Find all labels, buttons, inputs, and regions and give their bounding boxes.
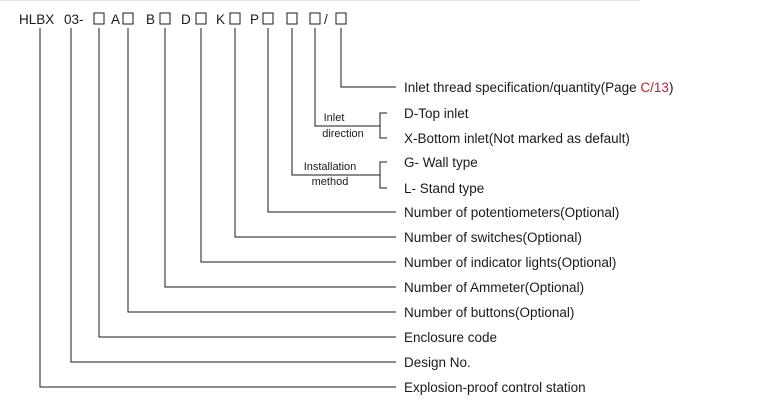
installation-label-2: method <box>312 176 349 188</box>
code-letter-k: K <box>216 12 225 27</box>
label-enclosure-code: Enclosure code <box>404 330 497 345</box>
code-letter-p: P <box>250 12 259 27</box>
installation-label-1: Installation <box>304 161 357 173</box>
label-potentiometers: Number of potentiometers(Optional) <box>404 205 619 220</box>
leader-inlet-direction <box>314 28 365 127</box>
leader-design <box>70 28 396 363</box>
code-box-indicator <box>195 12 207 25</box>
label-design-no: Design No. <box>404 355 471 370</box>
top-rule <box>0 0 640 1</box>
leader-enclosure <box>98 28 396 338</box>
code-slash: / <box>324 12 328 27</box>
label-wall-type: G- Wall type <box>404 155 478 170</box>
leader-station <box>39 28 396 388</box>
code-series: 03- <box>64 12 84 27</box>
code-box-enclosure <box>93 12 105 25</box>
label-bottom-inlet: X-Bottom inlet(Not marked as default) <box>404 131 630 146</box>
code-prefix: HLBX <box>19 12 54 27</box>
code-box-inlet-thread <box>335 12 347 25</box>
installation-bracket <box>365 161 387 189</box>
leader-inlet-thread <box>340 28 396 88</box>
label-station: Explosion-proof control station <box>404 380 586 395</box>
code-letter-d: D <box>181 12 191 27</box>
leader-ammeter <box>164 28 396 288</box>
code-box-switches <box>229 12 241 25</box>
model-code: HLBX 03- A B D K P / <box>19 12 347 27</box>
leader-lines <box>39 28 396 388</box>
label-switches: Number of switches(Optional) <box>404 230 582 245</box>
label-ammeter: Number of Ammeter(Optional) <box>404 280 584 295</box>
inlet-direction-label-2: direction <box>322 128 364 140</box>
inlet-direction-label-1: Inlet <box>324 112 345 124</box>
label-stand-type: L- Stand type <box>404 181 484 196</box>
leader-potentiometers <box>267 28 396 213</box>
leader-installation <box>291 28 365 176</box>
inlet-direction-bracket <box>365 112 387 139</box>
code-box-potentiometers <box>262 12 274 25</box>
code-box-inlet-direction <box>309 12 321 25</box>
leader-indicator <box>200 28 396 263</box>
code-box-installation <box>286 12 298 25</box>
code-box-ammeter <box>159 12 171 25</box>
label-top-inlet: D-Top inlet <box>404 106 469 121</box>
label-indicator-lights: Number of indicator lights(Optional) <box>404 255 616 270</box>
code-letter-b: B <box>146 12 155 27</box>
code-box-buttons <box>122 12 134 25</box>
page-ref: C/13 <box>640 80 669 95</box>
leader-switches <box>234 28 396 238</box>
label-inlet-thread: Inlet thread specification/quantity(Page… <box>404 80 673 95</box>
leader-buttons <box>127 28 396 313</box>
code-letter-a: A <box>111 12 120 27</box>
label-buttons: Number of buttons(Optional) <box>404 305 574 320</box>
